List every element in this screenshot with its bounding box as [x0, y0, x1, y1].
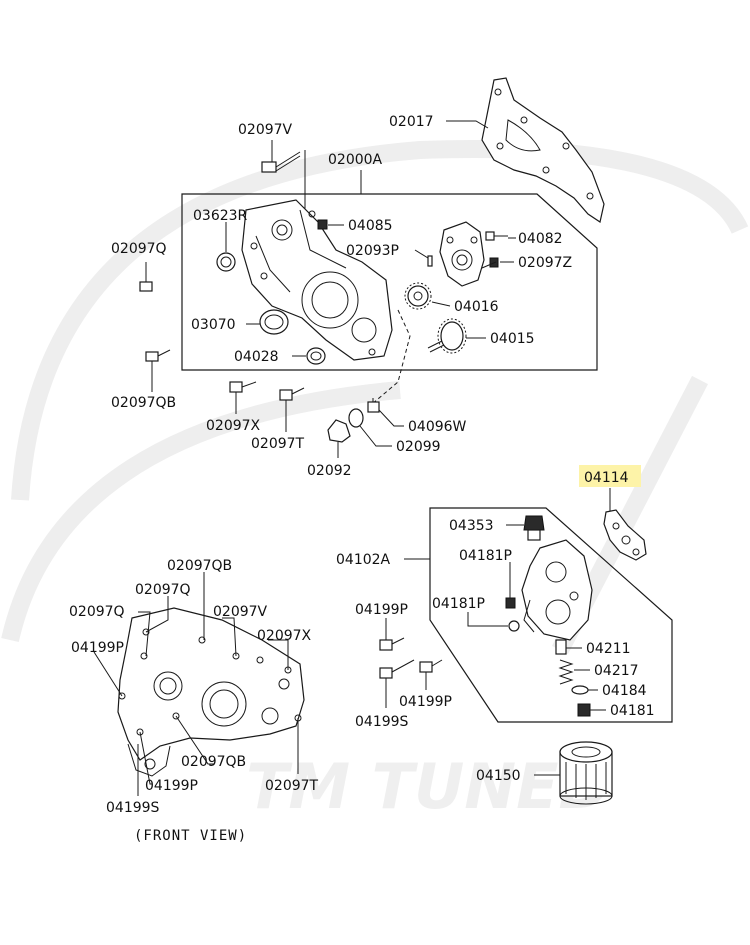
label-fv-02097X: 02097X — [257, 628, 312, 644]
highlight-04114 — [579, 465, 641, 487]
label-04181P-lower: 04181P — [432, 596, 485, 612]
o-ring-02099 — [348, 408, 364, 428]
oil-pump-housing — [241, 199, 393, 361]
bolt-02097Z — [481, 257, 499, 269]
pin-02093P — [427, 255, 433, 267]
label-04150: 04150 — [476, 768, 521, 784]
oil-pump-body — [521, 539, 593, 641]
label-fv-04199S: 04199S — [106, 800, 160, 816]
label-fv-02097V: 02097V — [213, 604, 268, 620]
label-fv-02097QB-top: 02097QB — [167, 558, 232, 574]
pump-cover-plate — [439, 221, 485, 287]
plug-04181 — [577, 703, 591, 717]
label-02099: 02099 — [396, 439, 441, 455]
spring-04217 — [558, 659, 574, 685]
label-04096W: 04096W — [408, 419, 467, 435]
bolt-02097QB — [145, 349, 171, 362]
label-04199P-upper: 04199P — [355, 602, 408, 618]
label-02097V-top: 02097V — [238, 122, 293, 138]
ball-04181P-lower — [508, 620, 520, 632]
label-02093P: 02093P — [346, 243, 399, 259]
label-02000A: 02000A — [328, 152, 383, 168]
gasket-plate-02017 — [481, 77, 605, 223]
seal-03070 — [259, 309, 289, 335]
bolt-04199P-lower — [419, 659, 443, 673]
sensor-04353 — [523, 515, 545, 541]
label-04211: 04211 — [586, 641, 631, 657]
label-02097X-top: 02097X — [206, 418, 261, 434]
oil-filter-04150 — [559, 741, 613, 805]
assembly-frame — [181, 193, 598, 371]
label-04015: 04015 — [490, 331, 535, 347]
label-02017: 02017 — [389, 114, 434, 130]
pump-assembly-frame — [429, 507, 673, 723]
label-04114: 04114 — [584, 470, 629, 486]
front-view-engine — [117, 607, 305, 777]
label-02097T-top: 02097T — [251, 436, 305, 452]
label-04184: 04184 — [602, 683, 647, 699]
label-04016: 04016 — [454, 299, 499, 315]
gear-04016 — [404, 282, 432, 310]
label-03070: 03070 — [191, 317, 236, 333]
label-02097Q-top: 02097Q — [111, 241, 167, 257]
label-04028: 04028 — [234, 349, 279, 365]
gasket-02092 — [327, 419, 351, 443]
front-view-caption: (FRONT VIEW) — [134, 828, 247, 844]
label-04085: 04085 — [348, 218, 393, 234]
seal-03623R — [216, 252, 236, 272]
label-03623R: 03623R — [193, 208, 248, 224]
label-04082: 04082 — [518, 231, 563, 247]
label-02097Z: 02097Z — [518, 255, 572, 271]
label-04199S: 04199S — [355, 714, 409, 730]
watermark-text: TM TUNED — [246, 750, 610, 823]
washer-04184 — [571, 685, 589, 695]
label-04102A: 04102A — [336, 552, 391, 568]
label-04181: 04181 — [610, 703, 655, 719]
gear-shaft-04015 — [427, 318, 467, 354]
bolt-02097X — [229, 381, 257, 393]
plug-04181P-upper — [505, 597, 516, 609]
label-fv-02097QB-bottom: 02097QB — [181, 754, 246, 770]
label-04181P-upper: 04181P — [459, 548, 512, 564]
label-02097QB-top: 02097QB — [111, 395, 176, 411]
label-02092: 02092 — [307, 463, 352, 479]
gasket-04114 — [603, 509, 647, 561]
label-04217: 04217 — [594, 663, 639, 679]
bolt-04199S — [379, 659, 415, 679]
screw-04082 — [485, 231, 508, 241]
bolt-04199P-upper — [379, 637, 405, 651]
label-fv-02097Q-left: 02097Q — [69, 604, 125, 620]
valve-04211 — [555, 639, 567, 655]
label-fv-04199P-upper: 04199P — [71, 640, 124, 656]
plug-04096W — [367, 398, 380, 413]
label-04353: 04353 — [449, 518, 494, 534]
screw-04085 — [317, 219, 328, 230]
bolt-02097V — [261, 151, 301, 173]
label-fv-02097T: 02097T — [265, 778, 319, 794]
label-fv-04199P-lower: 04199P — [145, 778, 198, 794]
label-04199P-lower: 04199P — [399, 694, 452, 710]
seal-04028 — [306, 347, 326, 365]
label-fv-02097Q-upper: 02097Q — [135, 582, 191, 598]
